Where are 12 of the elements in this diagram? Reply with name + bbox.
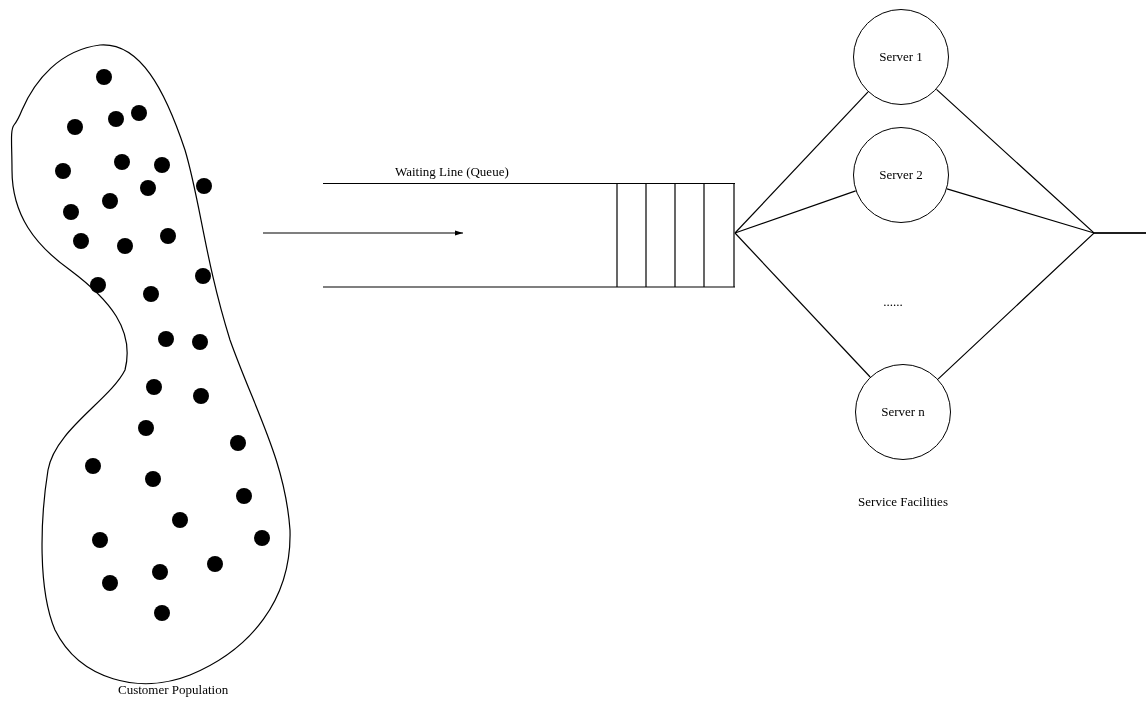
server-label: Server 2 <box>879 166 923 185</box>
server-label: Server n <box>881 403 925 422</box>
ellipsis-label: ...... <box>882 293 904 311</box>
server-label: Server 1 <box>879 48 923 67</box>
section-label: Service Facilities <box>857 493 949 511</box>
queue-heading: Waiting Line (Queue) <box>395 163 509 181</box>
connector-line <box>734 190 857 234</box>
connector-line <box>734 91 869 234</box>
population-label: Customer Population <box>118 681 229 699</box>
connector-line <box>937 232 1146 380</box>
arrow <box>262 230 464 236</box>
connector-line <box>734 232 871 378</box>
